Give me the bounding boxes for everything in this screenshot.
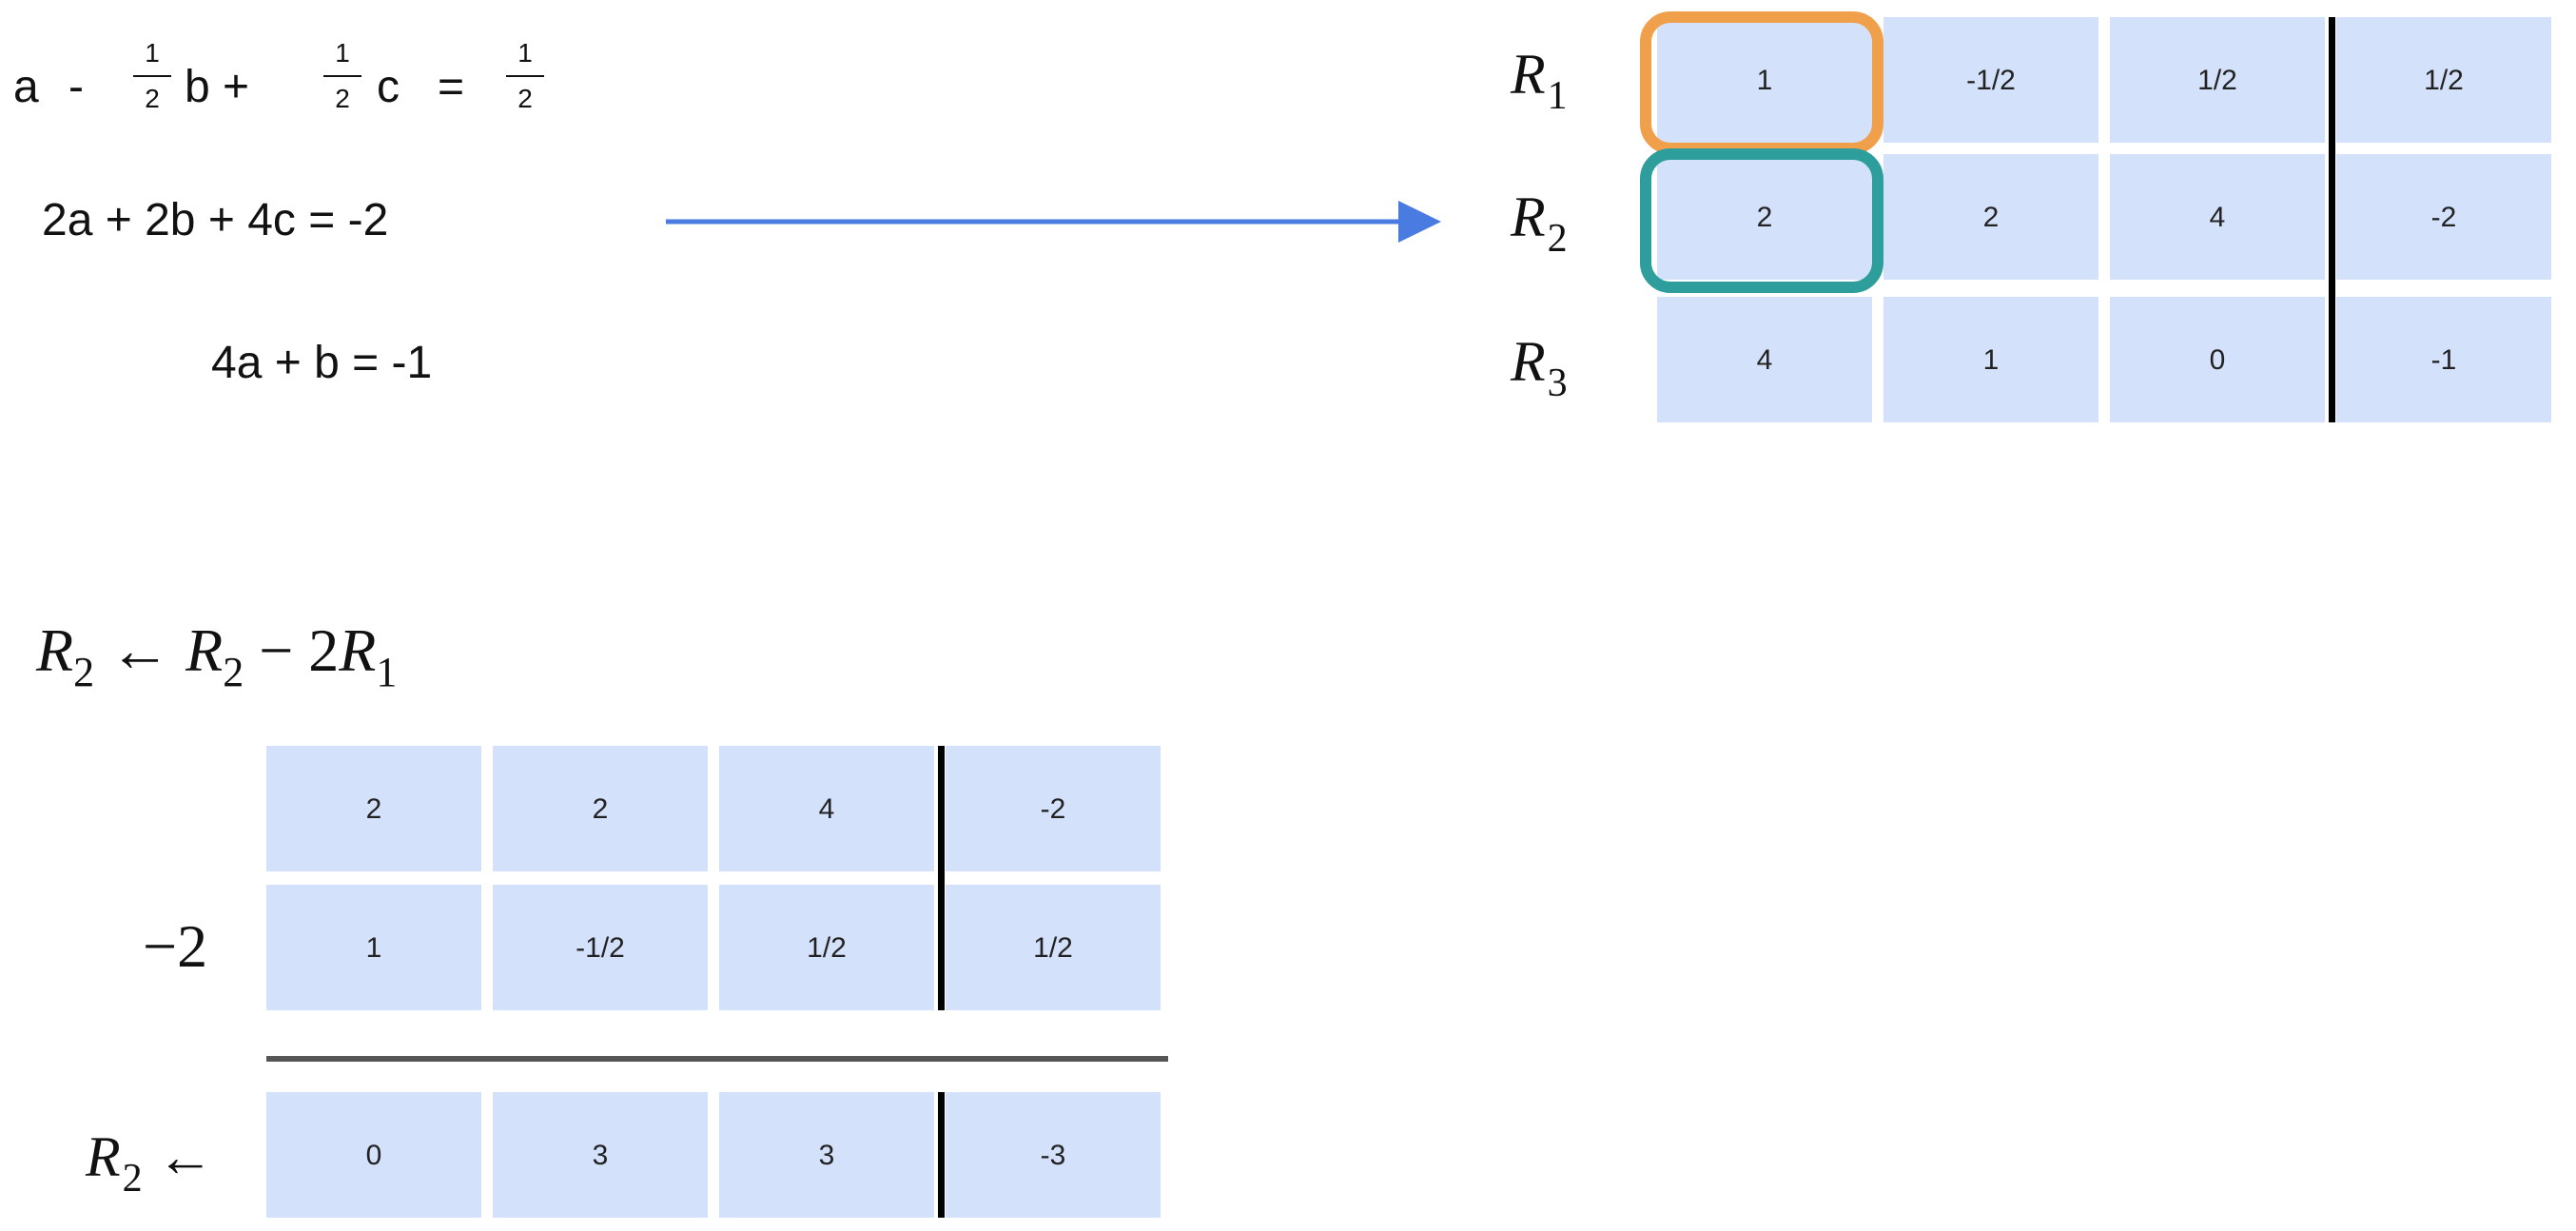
sum-separator-line bbox=[266, 1056, 1168, 1062]
eq1-equals: = bbox=[438, 62, 465, 112]
operation-cell: 4 bbox=[719, 746, 934, 871]
eq1-b-fraction: 1 2 bbox=[133, 38, 171, 114]
matrix-cell: 1 bbox=[1883, 297, 2098, 422]
matrix-cell: 2 bbox=[1657, 154, 1872, 280]
eq1-rhs-fraction: 1 2 bbox=[506, 38, 544, 114]
operation-cell: 2 bbox=[493, 746, 708, 871]
operation-cell: 1 bbox=[266, 885, 481, 1010]
row-label-r3: R3 bbox=[1511, 330, 1568, 405]
row-label-r1: R1 bbox=[1511, 43, 1568, 118]
operation-cell: 2 bbox=[266, 746, 481, 871]
matrix-cell: 1/2 bbox=[2110, 17, 2325, 143]
matrix-cell: -1/2 bbox=[1883, 17, 2098, 143]
matrix-cell: 2 bbox=[1883, 154, 2098, 280]
matrix-cell: 4 bbox=[1657, 297, 1872, 422]
row1-pivot-highlight bbox=[1640, 11, 1883, 154]
row-label-r2: R2 bbox=[1511, 186, 1568, 261]
result-cell: 3 bbox=[719, 1092, 934, 1218]
augment-divider bbox=[2329, 17, 2335, 422]
row-operation-formula: R2 ← R2 − 2R1 bbox=[36, 616, 398, 695]
result-cell: -3 bbox=[946, 1092, 1161, 1218]
operation-cell: 1/2 bbox=[946, 885, 1161, 1010]
result-augment-divider bbox=[938, 1092, 945, 1218]
result-row-label: R2 ← bbox=[86, 1125, 214, 1201]
matrix-cell: 0 bbox=[2110, 297, 2325, 422]
result-cell: 0 bbox=[266, 1092, 481, 1218]
right-arrow-icon bbox=[666, 201, 1441, 243]
row-multiplier: −2 bbox=[143, 912, 208, 980]
equation-2: 2a + 2b + 4c = -2 bbox=[42, 195, 389, 245]
eq1-a: a bbox=[13, 62, 39, 112]
equation-3: 4a + b = -1 bbox=[211, 338, 433, 388]
eq1-c: c bbox=[377, 62, 400, 112]
result-cell: 3 bbox=[493, 1092, 708, 1218]
matrix-cell: -2 bbox=[2336, 154, 2551, 280]
operation-cell: -2 bbox=[946, 746, 1161, 871]
operation-cell: 1/2 bbox=[719, 885, 934, 1010]
matrix-cell: 1 bbox=[1657, 17, 1872, 143]
matrix-cell: 4 bbox=[2110, 154, 2325, 280]
matrix-cell: 1/2 bbox=[2336, 17, 2551, 143]
eq1-b: b + bbox=[185, 62, 250, 112]
eq1-c-fraction: 1 2 bbox=[323, 38, 361, 114]
row2-pivot-highlight bbox=[1640, 148, 1883, 293]
eq1-minus: - bbox=[68, 62, 84, 112]
operation-augment-divider bbox=[938, 746, 945, 1010]
matrix-cell: -1 bbox=[2336, 297, 2551, 422]
operation-cell: -1/2 bbox=[493, 885, 708, 1010]
